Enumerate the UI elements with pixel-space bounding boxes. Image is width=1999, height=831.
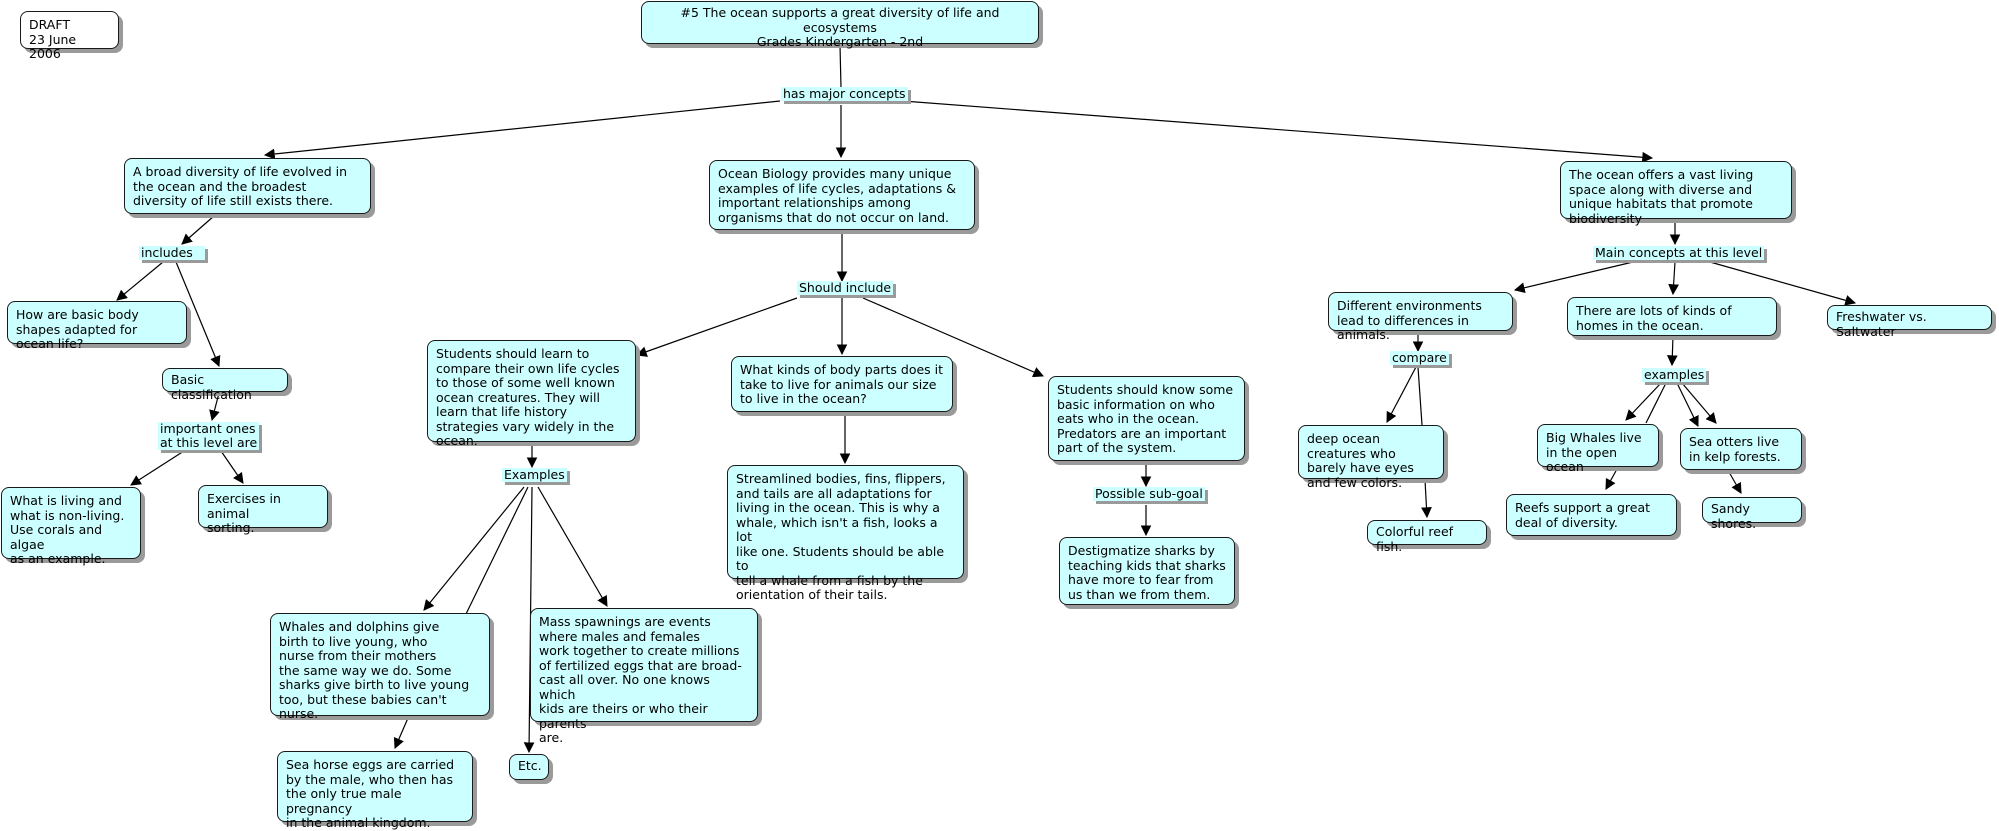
line-major-space bbox=[902, 100, 1654, 163]
line-should-predators bbox=[862, 297, 1044, 378]
concept-body-shapes[interactable]: How are basic body shapes adapted for oc… bbox=[7, 301, 187, 351]
concept-etc[interactable]: Etc. bbox=[509, 754, 549, 780]
line-bigwhales-reefs bbox=[1605, 468, 1618, 490]
line-examples2-seaotters bbox=[1676, 382, 1699, 427]
link-possible-sub-goal: Possible sub-goal bbox=[1093, 486, 1205, 501]
line-seaotters-sandy bbox=[1728, 471, 1742, 494]
concept-sea-otters[interactable]: Sea otters live in kelp forests. bbox=[1680, 428, 1802, 470]
concept-broad-diversity[interactable]: A broad diversity of life evolved in the… bbox=[124, 158, 371, 214]
concept-ocean-biology[interactable]: Ocean Biology provides many unique examp… bbox=[709, 160, 975, 230]
line-whales-seahorse bbox=[393, 717, 409, 749]
line-important-living bbox=[130, 450, 185, 486]
line-homes-examples bbox=[1666, 335, 1678, 367]
concept-predators[interactable]: Students should know some basic informat… bbox=[1048, 376, 1245, 461]
line-includes-shapes bbox=[116, 261, 164, 301]
line-major-broad bbox=[263, 100, 781, 160]
concept-life-cycles[interactable]: Students should learn to compare their o… bbox=[427, 340, 636, 448]
link-important-ones: important ones at this level are bbox=[158, 421, 260, 450]
line-mainconcepts-environments bbox=[1513, 261, 1634, 294]
line-examples-spawnings bbox=[537, 486, 608, 607]
line-classification-important bbox=[209, 392, 220, 422]
concept-kinds-of-homes[interactable]: There are lots of kinds of homes in the … bbox=[1567, 297, 1777, 336]
line-important-exercises bbox=[220, 450, 244, 484]
link-examples: Examples bbox=[502, 467, 567, 482]
line-examples2-bigwhales bbox=[1625, 382, 1662, 421]
concept-animal-sorting[interactable]: Exercises in animal sorting. bbox=[198, 485, 328, 535]
concept-reefs[interactable]: Reefs support a great deal of diversity. bbox=[1506, 494, 1677, 536]
concept-whales-dolphins[interactable]: Whales and dolphins give birth to live y… bbox=[270, 613, 490, 721]
concept-sea-horse[interactable]: Sea horse eggs are carried by the male, … bbox=[277, 751, 473, 830]
line-deepocean-reeffish bbox=[1421, 479, 1432, 519]
line-mainconcepts-freshwater bbox=[1709, 261, 1857, 306]
concept-streamlined-bodies[interactable]: Streamlined bodies, fins, flippers, and … bbox=[727, 465, 964, 602]
concept-big-whales[interactable]: Big Whales live in the open ocean bbox=[1537, 424, 1659, 474]
line-examples2-seaotters-2 bbox=[1681, 382, 1717, 424]
link-has-major-concepts: has major concepts bbox=[781, 86, 908, 101]
concept-freshwater-saltwater[interactable]: Freshwater vs. Saltwater bbox=[1827, 305, 1992, 338]
line-examples-whales-2 bbox=[465, 486, 529, 615]
concept-basic-classification[interactable]: Basic classification bbox=[162, 368, 288, 401]
concept-body-parts[interactable]: What kinds of body parts does it take to… bbox=[731, 356, 953, 412]
line-should-lifecycles bbox=[635, 297, 798, 357]
link-examples-habitats: examples bbox=[1642, 367, 1707, 382]
link-compare: compare bbox=[1390, 350, 1449, 365]
draft-date-box: DRAFT 23 June 2006 bbox=[20, 11, 119, 61]
line-root-major bbox=[839, 44, 842, 89]
concept-destigmatize-sharks[interactable]: Destigmatize sharks by teaching kids tha… bbox=[1059, 537, 1235, 605]
link-includes: includes bbox=[139, 246, 205, 260]
concept-environments[interactable]: Different environments lead to differenc… bbox=[1328, 292, 1513, 342]
concept-deep-ocean[interactable]: deep ocean creatures who barely have eye… bbox=[1298, 425, 1444, 489]
link-should-include: Should include bbox=[797, 280, 894, 295]
line-compare-deepocean-2 bbox=[1417, 366, 1423, 426]
line-examples2-bigwhales-2 bbox=[1645, 382, 1667, 424]
concept-living-nonliving[interactable]: What is living and what is non-living. U… bbox=[1, 487, 141, 566]
link-main-concepts: Main concepts at this level bbox=[1593, 245, 1765, 260]
concept-living-space[interactable]: The ocean offers a vast living space alo… bbox=[1560, 161, 1792, 225]
line-mainconcepts-homes bbox=[1668, 261, 1679, 296]
line-examples-whales bbox=[423, 486, 525, 611]
line-compare-deepocean bbox=[1386, 366, 1417, 423]
concept-sandy-shores[interactable]: Sandy shores. bbox=[1702, 497, 1802, 530]
line-includes-classification bbox=[175, 261, 221, 367]
concept-mass-spawnings[interactable]: Mass spawnings are events where males an… bbox=[530, 608, 758, 745]
concept-reef-fish[interactable]: Colorful reef fish. bbox=[1367, 520, 1487, 553]
root-concept[interactable]: #5 The ocean supports a great diversity … bbox=[641, 1, 1039, 49]
line-broad-includes bbox=[181, 215, 215, 245]
